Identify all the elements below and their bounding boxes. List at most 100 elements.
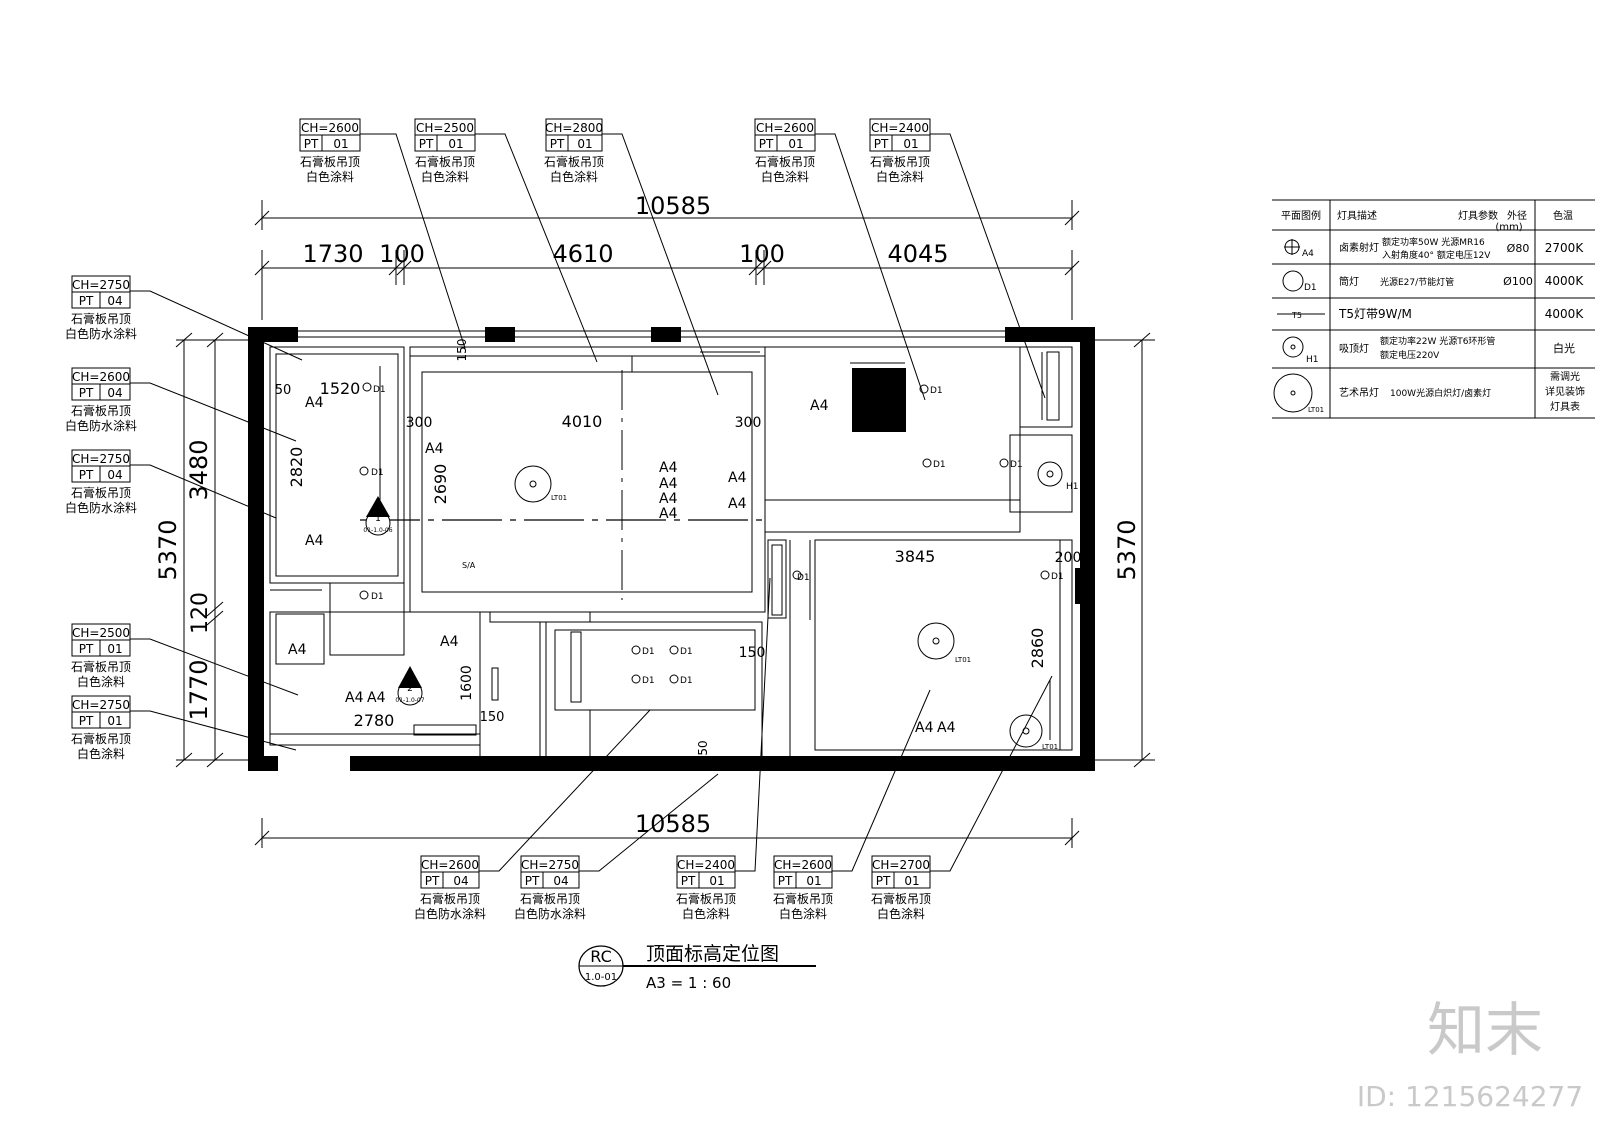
svg-text:300: 300 [735,415,762,431]
svg-text:石膏板吊顶: 石膏板吊顶 [870,154,930,169]
svg-text:需调光: 需调光 [1550,370,1580,383]
d1-label: D1 [680,676,693,686]
svg-text:01: 01 [806,874,821,888]
svg-text:1520: 1520 [320,379,361,398]
svg-text:T5灯带9W/M: T5灯带9W/M [1338,307,1412,321]
svg-text:吸顶灯: 吸顶灯 [1339,343,1369,355]
svg-text:PT: PT [304,137,319,151]
svg-text:2: 2 [407,684,413,694]
svg-text:Ø100: Ø100 [1503,275,1533,288]
d1-label: D1 [373,385,386,395]
svg-text:CH=2750: CH=2750 [521,858,579,872]
a4-label: A4 [367,690,386,706]
ceiling-light-icon [1282,336,1304,358]
svg-text:CH=2600: CH=2600 [774,858,832,872]
d1-label: D1 [1010,460,1023,470]
a4-label: A4 [425,441,444,457]
d1-label: D1 [1051,572,1064,582]
ceiling-tag-left-5: CH=2750 PT 01 石膏板吊顶 白色涂料 [71,695,297,761]
svg-text:石膏板吊顶: 石膏板吊顶 [71,659,131,674]
svg-text:H1: H1 [1306,355,1319,365]
svg-text:50: 50 [696,740,710,755]
svg-text:石膏板吊顶: 石膏板吊顶 [544,154,604,169]
exterior-walls [248,327,1095,771]
top-dim-1: 1730 [302,240,363,268]
svg-text:白色涂料: 白色涂料 [421,169,469,184]
d1-label: D1 [642,676,655,686]
a4-label: A4 [659,476,678,492]
ceiling-tag-left-4: CH=2500 PT 01 石膏板吊顶 白色涂料 [71,623,299,696]
svg-text:CH=2750: CH=2750 [72,452,130,466]
svg-text:PT: PT [425,874,440,888]
d1-label: D1 [933,460,946,470]
ceiling-tag-top-3: CH=2800 PT 01 石膏板吊顶 白色涂料 [544,118,719,396]
svg-text:白色涂料: 白色涂料 [77,746,125,761]
svg-text:04: 04 [553,874,568,888]
svg-text:白色防水涂料: 白色防水涂料 [65,500,137,515]
svg-text:白光: 白光 [1553,341,1575,355]
svg-text:D1: D1 [1304,283,1317,293]
ceiling-tag-bottom-1: CH=2600 PT 04 石膏板吊顶 白色防水涂料 [414,709,651,921]
svg-text:白色防水涂料: 白色防水涂料 [65,326,137,341]
legend-row-d1: D1 筒灯 光源E27/节能灯管 Ø100 4000K [1282,270,1584,293]
svg-text:4010: 4010 [562,412,603,431]
svg-text:01: 01 [577,137,592,151]
svg-text:石膏板吊顶: 石膏板吊顶 [871,891,931,906]
top-dim-4: 100 [739,240,785,268]
svg-text:150: 150 [739,645,766,661]
drawing-scale: A3 = 1 : 60 [646,974,731,992]
ceiling-tag-bottom-3: CH=2400 PT 01 石膏板吊顶 白色涂料 [676,577,771,921]
svg-text:PT: PT [550,137,565,151]
svg-text:04: 04 [453,874,468,888]
svg-text:01: 01 [788,137,803,151]
ceiling-tag-bottom-2: CH=2750 PT 04 石膏板吊顶 白色防水涂料 [514,773,719,921]
legend-row-t5: T5 T5灯带9W/M 4000K [1277,307,1584,321]
legend-header-param: 灯具参数 [1458,209,1498,222]
svg-text:额定功率50W 光源MR16: 额定功率50W 光源MR16 [1382,236,1485,248]
ceiling-tag-left-1: CH=2750 PT 04 石膏板吊顶 白色防水涂料 [65,275,303,361]
svg-text:白色防水涂料: 白色防水涂料 [65,418,137,433]
lighting-legend-table: 平面图例 灯具描述 灯具参数 外径 (mm) 色温 A4 卤素射灯 额定功率50… [1272,199,1595,419]
top-dim-5: 4045 [887,240,948,268]
watermark-id: ID: 1215624277 [1357,1080,1583,1113]
svg-text:PT: PT [79,386,94,400]
d1-label: D1 [371,468,384,478]
title-sheet-number: 1.0-01 [585,972,617,983]
bottom-total-dim: 10585 [635,810,711,838]
svg-text:石膏板吊顶: 石膏板吊顶 [71,403,131,418]
legend-header-temp: 色温 [1553,209,1573,222]
downlight-icon [1282,270,1304,292]
svg-text:灯具表: 灯具表 [1550,400,1580,413]
a4-label: A4 [305,533,324,549]
pendant-light-icon [1273,373,1313,413]
ceiling-tag-top-2: CH=2500 PT 01 石膏板吊顶 白色涂料 [414,118,598,363]
svg-text:04: 04 [107,294,122,308]
section-mark-1: 1 01-1.0-06 [363,496,393,536]
d1-label: D1 [680,647,693,657]
svg-text:CH=2500: CH=2500 [416,121,474,135]
ceiling-tag-top-4: CH=2600 PT 01 石膏板吊顶 白色涂料 [754,118,926,401]
left-dim-1: 3480 [185,439,213,500]
svg-text:01: 01 [903,137,918,151]
left-dimension-lines [175,332,260,768]
right-dimension-line [1090,332,1155,768]
ceiling-tag-bottom-5: CH=2700 PT 01 石膏板吊顶 白色涂料 [871,675,1053,921]
lt01-label: LT01 [955,656,971,664]
svg-text:筒灯: 筒灯 [1339,275,1359,288]
svg-text:石膏板吊顶: 石膏板吊顶 [71,311,131,326]
a4-label: A4 [728,470,747,486]
section-mark-2: 2 01-1.0-07 [395,666,425,706]
svg-text:CH=2750: CH=2750 [72,698,130,712]
svg-text:PT: PT [79,642,94,656]
pendant-lights [514,461,1063,748]
svg-text:T5: T5 [1291,311,1302,320]
supply-air-label: S/A [462,561,476,570]
h1-label: H1 [1066,482,1079,492]
svg-text:2860: 2860 [1028,628,1047,669]
svg-text:4000K: 4000K [1545,307,1585,321]
svg-text:石膏板吊顶: 石膏板吊顶 [71,485,131,500]
top-dimension-lines [254,200,1080,320]
svg-text:白色涂料: 白色涂料 [550,169,598,184]
svg-text:CH=2600: CH=2600 [756,121,814,135]
svg-text:石膏板吊顶: 石膏板吊顶 [755,154,815,169]
